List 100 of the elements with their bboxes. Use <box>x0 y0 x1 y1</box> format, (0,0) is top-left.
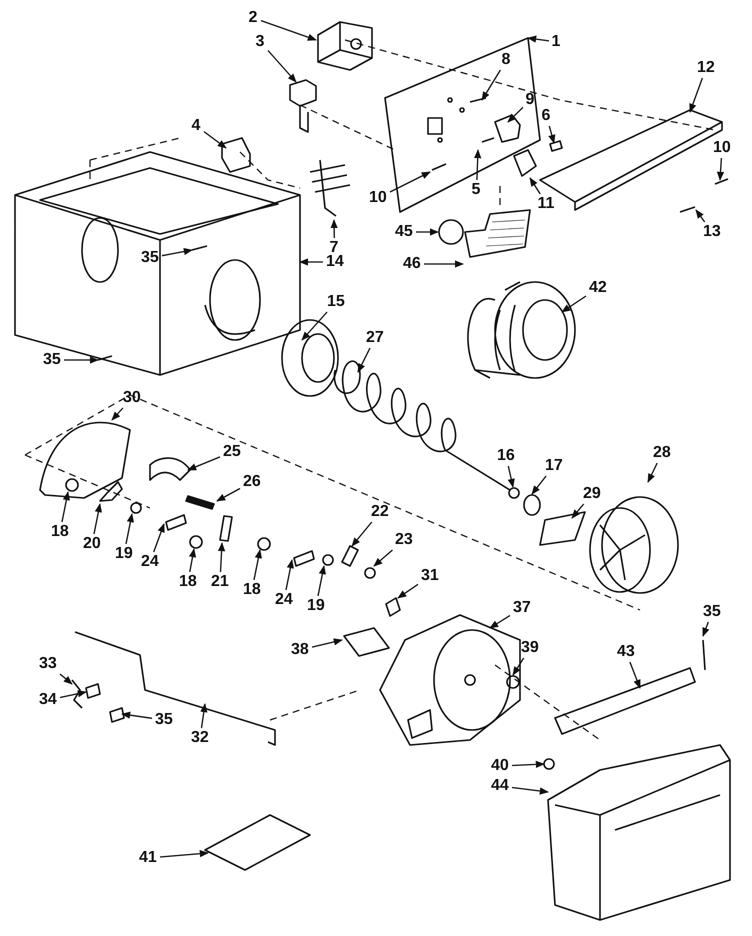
callout-number: 22 <box>370 503 390 521</box>
leader-line <box>529 177 541 194</box>
leader-line <box>111 408 124 421</box>
leader-line <box>527 36 550 43</box>
callout-number: 40 <box>490 757 510 775</box>
leader-line <box>299 258 323 266</box>
callout-number: 26 <box>242 473 262 491</box>
callout-number: 35 <box>42 351 62 369</box>
leader-line <box>507 106 524 123</box>
callout-number: 45 <box>394 223 414 241</box>
callout-number: 13 <box>702 223 722 241</box>
leader-line <box>218 542 226 572</box>
callout-number: 12 <box>696 59 716 77</box>
callout-number: 6 <box>540 107 552 125</box>
leader-line <box>390 171 431 193</box>
callout-number: 16 <box>496 447 516 465</box>
leader-line <box>253 549 262 580</box>
callout-number: 37 <box>512 599 532 617</box>
callout-number: 29 <box>582 485 602 503</box>
callout-number: 42 <box>588 279 608 297</box>
leader-line <box>424 260 464 268</box>
callout-number: 24 <box>274 591 294 609</box>
callout-number: 23 <box>394 531 414 549</box>
leader-line <box>357 348 371 373</box>
callout-number: 20 <box>82 535 102 553</box>
callout-number: 18 <box>242 581 262 599</box>
callout-number: 33 <box>38 655 58 673</box>
leader-line <box>373 550 393 567</box>
callout-number: 44 <box>490 777 510 795</box>
leader-line <box>285 559 294 590</box>
callout-number: 30 <box>122 389 142 407</box>
leader-line <box>489 614 510 629</box>
leader-line <box>481 70 501 101</box>
callout-number: 5 <box>470 181 482 199</box>
leader-line <box>60 674 73 685</box>
leader-line <box>121 712 152 719</box>
callout-number: 11 <box>536 195 556 213</box>
leader-line <box>160 850 209 858</box>
callout-number: 2 <box>248 9 258 27</box>
leader-line <box>548 126 556 144</box>
leader-line <box>93 503 102 534</box>
leader-line <box>60 690 87 698</box>
leader-line <box>351 522 372 547</box>
leader-line <box>260 20 317 41</box>
callout-number: 25 <box>222 443 242 461</box>
leader-line <box>512 760 545 768</box>
callout-number: 18 <box>178 573 198 591</box>
callout-number: 19 <box>114 545 134 563</box>
leader-line <box>508 466 515 488</box>
leader-line <box>61 491 70 522</box>
leader-line <box>531 476 547 495</box>
callout-number: 10 <box>712 139 732 157</box>
callout-number: 15 <box>326 293 346 311</box>
callout-number: 34 <box>38 691 58 709</box>
callout-number: 38 <box>290 641 310 659</box>
callout-number: 32 <box>190 729 210 747</box>
leader-line <box>125 513 134 544</box>
leader-line <box>317 565 326 596</box>
leader-line <box>695 209 706 222</box>
leader-line <box>162 248 193 256</box>
callout-number: 41 <box>138 849 158 867</box>
callout-number: 27 <box>365 329 385 347</box>
leader-line <box>200 703 208 728</box>
leader-line <box>216 488 240 502</box>
leader-line <box>397 584 418 599</box>
callout-number: 28 <box>652 444 672 462</box>
callout-number: 4 <box>190 117 202 135</box>
callout-number: 35 <box>702 603 722 621</box>
leader-line <box>689 78 704 113</box>
leader-line <box>188 548 196 572</box>
callout-number: 14 <box>325 253 345 271</box>
callout-number: 35 <box>140 249 160 267</box>
leader-line <box>204 131 227 149</box>
leader-line <box>512 786 549 795</box>
callout-number: 8 <box>500 51 512 69</box>
callout-number: 31 <box>420 567 440 585</box>
leader-line <box>312 638 343 648</box>
leader-line <box>330 219 338 238</box>
leader-line <box>64 356 99 364</box>
leader-line <box>512 658 524 676</box>
leader-line <box>629 662 641 689</box>
callout-number: 21 <box>210 573 230 591</box>
leader-line <box>268 50 297 83</box>
callout-number: 9 <box>524 91 536 109</box>
callout-number: 35 <box>154 711 174 729</box>
leader-line <box>702 622 710 637</box>
leader-line <box>571 504 584 519</box>
leader-line <box>561 295 586 313</box>
leader-line <box>153 523 165 552</box>
callout-number: 43 <box>616 643 636 661</box>
callout-number: 1 <box>550 33 562 51</box>
callout-number: 19 <box>306 597 326 615</box>
callout-number: 39 <box>520 639 540 657</box>
callout-number: 18 <box>50 523 70 541</box>
leader-line <box>474 149 482 180</box>
callout-number: 24 <box>140 553 160 571</box>
callout-number: 10 <box>368 189 388 207</box>
leader-line <box>716 158 724 181</box>
leader-line <box>416 228 439 236</box>
callout-number: 3 <box>254 33 266 51</box>
